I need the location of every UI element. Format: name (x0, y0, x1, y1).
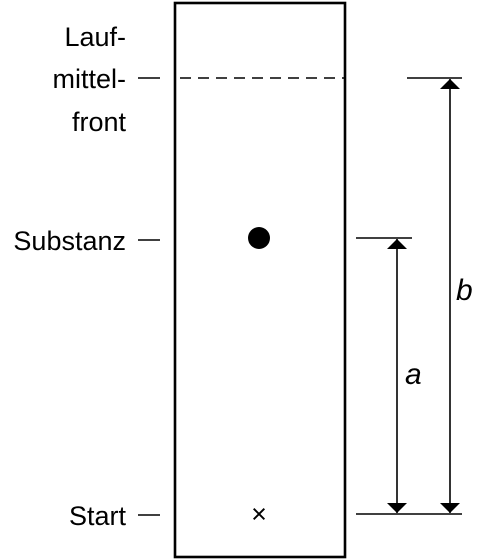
start-label: Start (69, 501, 127, 531)
front-label-line3: front (72, 107, 127, 137)
distance-b-label: b (456, 274, 473, 307)
substance-label: Substanz (13, 226, 126, 256)
front-label-line2: mittel- (53, 64, 127, 94)
start-marker-icon: × (251, 499, 267, 529)
tlc-plate (173, 1, 347, 559)
front-label-line1: Lauf- (64, 22, 126, 52)
substance-spot-icon (248, 227, 270, 249)
distance-a-label: a (405, 358, 422, 391)
